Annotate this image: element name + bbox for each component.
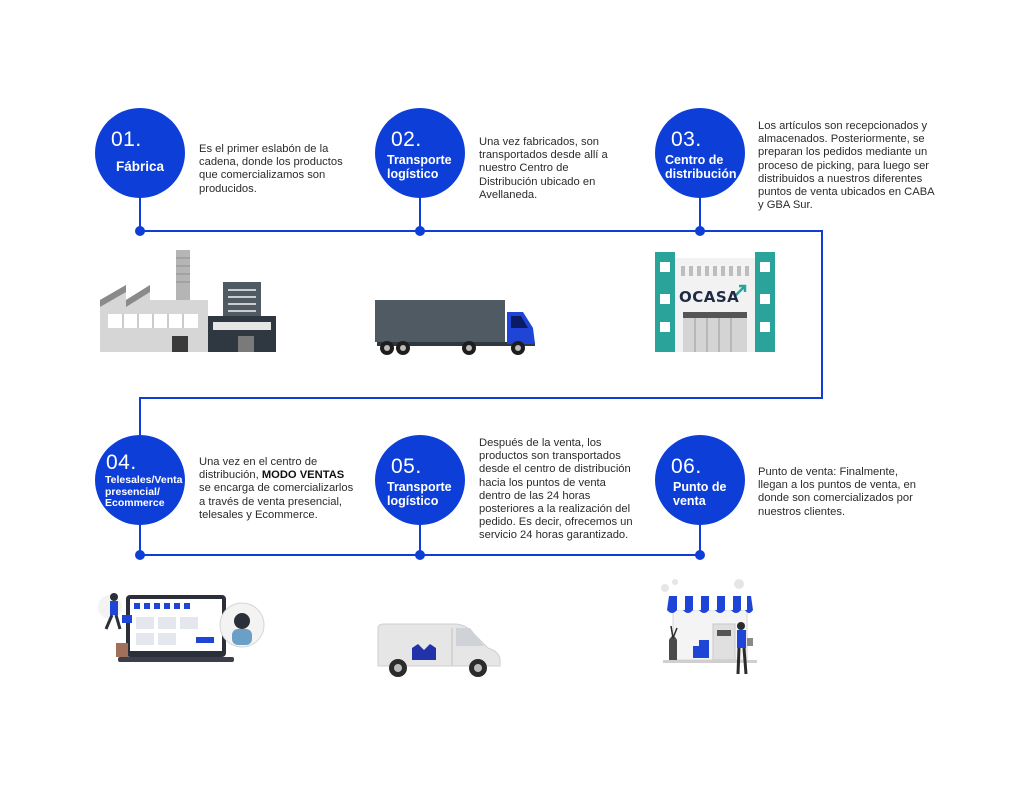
step-number: 01.	[111, 128, 142, 151]
ecommerce-illustration	[98, 593, 265, 662]
step-1-circle: 01. Fábrica	[95, 108, 185, 198]
connector-dot	[135, 550, 145, 560]
step-title: Telesales/Venta presencial/ Ecommerce	[105, 474, 183, 509]
connector-dot	[135, 226, 145, 236]
connector-dot	[415, 550, 425, 560]
step-4-description: Una vez en el centro de distribución, MO…	[199, 456, 359, 522]
step-6-description: Punto de venta: Finalmente, llegan a los…	[758, 466, 916, 518]
step-2-description: Una vez fabricados, son transportados de…	[479, 136, 608, 201]
step-5-description: Después de la venta, los productos son t…	[479, 437, 633, 542]
step-5-circle: 05. Transporte logístico	[375, 435, 465, 525]
connector-dot	[415, 226, 425, 236]
van-illustration	[377, 623, 501, 677]
step-title: Centro de distribución	[665, 153, 737, 181]
step-number: 02.	[391, 128, 422, 151]
step-4-description-text: se encarga de comercializarlos a través …	[199, 482, 354, 521]
connector-dot	[695, 226, 705, 236]
step-title: Fábrica	[116, 159, 165, 174]
step-4-description-text: Una vez en el centro de distribución,	[199, 456, 318, 482]
step-4-circle: 04. Telesales/Venta presencial/ Ecommerc…	[95, 435, 185, 525]
step-number: 04.	[106, 451, 137, 474]
step-6-circle: 06. Punto de venta	[655, 435, 745, 525]
ocasa-sign: OCASA	[679, 288, 740, 306]
step-3-circle: 03. Centro de distribución	[655, 108, 745, 198]
step-title: Transporte logístico	[387, 153, 452, 181]
modo-ventas-brand: MODO VENTAS	[261, 469, 345, 482]
factory-illustration	[100, 250, 276, 352]
step-1-description: Es el primer eslabón de la cadena, donde…	[199, 143, 343, 195]
step-title: Transporte logístico	[387, 480, 452, 508]
step-number: 03.	[671, 128, 702, 151]
step-number: 06.	[671, 455, 702, 478]
step-title: Punto de venta	[673, 480, 727, 508]
store-illustration	[661, 579, 757, 675]
distribution-center-illustration: OCASA	[655, 250, 777, 352]
step-number: 05.	[391, 455, 422, 478]
step-2-circle: 02. Transporte logístico	[375, 108, 465, 198]
warehouse-building	[655, 252, 775, 352]
connector-dot	[695, 550, 705, 560]
truck-illustration	[375, 300, 535, 355]
step-3-description: Los artículos son recepcionados y almace…	[758, 120, 935, 212]
